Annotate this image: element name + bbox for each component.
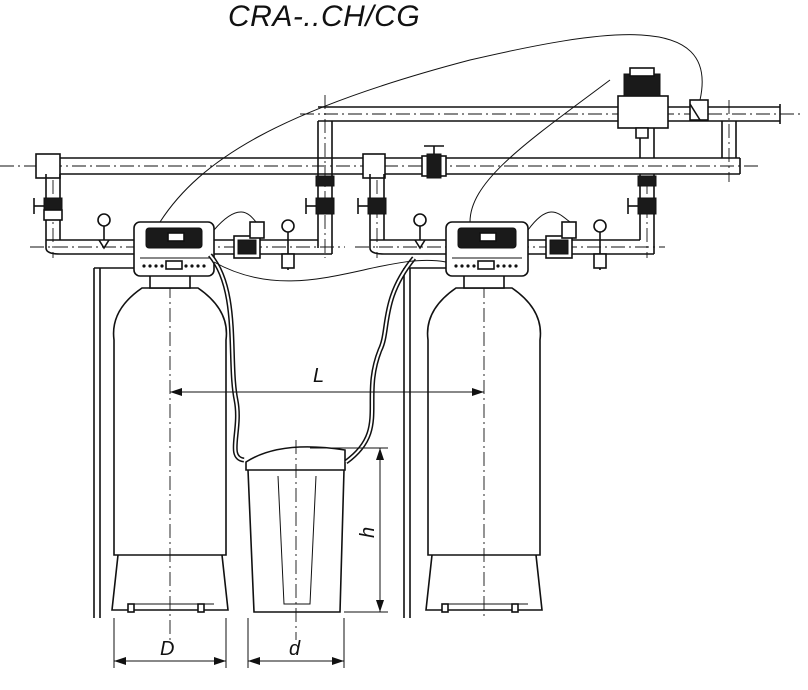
right-outlet-piping: [515, 174, 665, 270]
right-control-head: [445, 221, 529, 277]
left-inlet-piping: [30, 174, 150, 258]
bypass-pipe: [300, 95, 800, 258]
left-control-head: [133, 221, 215, 277]
diagram-title: CRA-..CH/CG: [228, 0, 421, 33]
dimension-label-L: L: [313, 365, 324, 387]
control-cables: [159, 34, 703, 282]
dimension-label-D: D: [160, 638, 174, 660]
left-filter-tank: [111, 260, 229, 640]
drain-lines: [93, 267, 446, 618]
brine-hoses: [208, 253, 416, 465]
dimension-h: h: [310, 447, 388, 613]
dimension-D: D: [113, 618, 227, 668]
motorized-valve: [617, 67, 709, 158]
brine-tank: [245, 440, 346, 640]
right-inlet-piping: [355, 174, 460, 258]
dimension-L: L: [170, 365, 484, 396]
tee-joint-left: [35, 153, 61, 179]
dimension-label-h: h: [357, 527, 379, 538]
bypass-valve: [421, 145, 447, 179]
dimension-d: d: [247, 618, 345, 668]
dimension-label-d: d: [289, 638, 301, 660]
left-outlet-piping: [200, 175, 345, 270]
tee-joint-center: [362, 153, 386, 179]
right-filter-tank: [425, 260, 543, 620]
